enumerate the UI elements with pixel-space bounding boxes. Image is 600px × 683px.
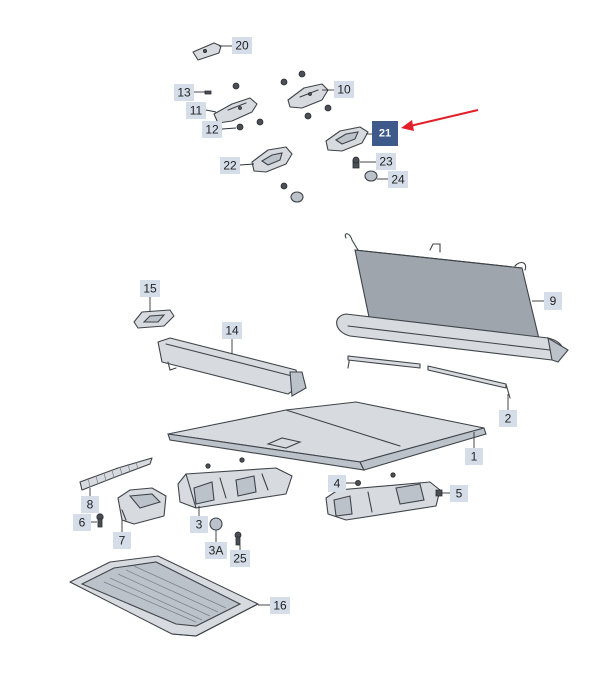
callout-15[interactable]: 15 [140, 280, 160, 312]
screws-upper-left [204, 70, 332, 131]
callout-23[interactable]: 23 [360, 153, 396, 170]
svg-text:3: 3 [196, 518, 203, 532]
part-9-cover-roller [336, 233, 569, 363]
part-10-bracket [287, 83, 329, 109]
callout-12[interactable]: 12 [202, 121, 237, 138]
part-8-strip [79, 457, 153, 491]
svg-text:20: 20 [235, 39, 249, 53]
callout-7[interactable]: 7 [113, 520, 131, 549]
callout-3[interactable]: 3 [190, 506, 208, 533]
svg-text:22: 22 [223, 159, 237, 173]
svg-text:24: 24 [391, 173, 405, 187]
part-23-screw [352, 156, 360, 169]
svg-text:8: 8 [87, 498, 94, 512]
svg-text:2: 2 [505, 412, 512, 426]
callout-5[interactable]: 5 [442, 485, 468, 502]
part-25-screw [234, 531, 242, 546]
svg-text:13: 13 [177, 86, 191, 100]
svg-text:5: 5 [456, 487, 463, 501]
svg-text:1: 1 [471, 450, 478, 464]
callout-6[interactable]: 6 [73, 514, 97, 531]
svg-text:23: 23 [379, 155, 393, 169]
screws-lower-upper [280, 182, 304, 203]
highlight-arrow [401, 109, 479, 131]
callout-13[interactable]: 13 [174, 84, 206, 101]
svg-text:4: 4 [334, 477, 341, 491]
callout-9[interactable]: 9 [532, 292, 562, 310]
callout-24[interactable]: 24 [377, 171, 408, 188]
part-right-bracket [325, 481, 441, 521]
part-21-latch [325, 126, 369, 152]
part-22-latch-plate [251, 146, 293, 173]
callout-21[interactable]: 21 [366, 121, 398, 146]
part-1-floor-panel [167, 401, 487, 471]
svg-text:6: 6 [79, 516, 86, 530]
callout-2[interactable]: 2 [499, 394, 517, 427]
callout-20[interactable]: 20 [219, 37, 252, 54]
part-3-bracket [177, 457, 293, 509]
part-20-clip [192, 42, 222, 61]
callout-1[interactable]: 1 [465, 432, 483, 465]
svg-text:21: 21 [379, 128, 391, 140]
part-2-rods [347, 355, 511, 399]
callout-8[interactable]: 8 [81, 488, 99, 513]
svg-text:3A: 3A [209, 544, 224, 558]
part-5-clip [435, 489, 443, 497]
svg-text:9: 9 [550, 294, 557, 308]
part-4-screw [354, 472, 396, 486]
svg-text:11: 11 [190, 104, 203, 118]
svg-text:16: 16 [273, 599, 287, 613]
part-7-bracket [117, 487, 167, 525]
svg-text:25: 25 [233, 552, 247, 566]
svg-text:15: 15 [143, 282, 157, 296]
part-14-trim [157, 337, 307, 397]
callout-10[interactable]: 10 [322, 81, 354, 98]
part-24-cap [364, 170, 378, 182]
svg-text:10: 10 [337, 83, 351, 97]
svg-text:12: 12 [205, 123, 219, 137]
callout-3a[interactable]: 3A [205, 530, 227, 559]
part-6-screw [96, 513, 104, 528]
callout-4[interactable]: 4 [328, 475, 355, 492]
callout-25[interactable]: 25 [230, 545, 250, 567]
callout-22[interactable]: 22 [220, 157, 255, 174]
part-3a-cap [209, 517, 223, 531]
callout-14[interactable]: 14 [222, 322, 242, 354]
callout-11[interactable]: 11 [186, 102, 217, 119]
callout-16[interactable]: 16 [258, 597, 290, 614]
part-11-bracket [213, 97, 258, 124]
part-15-handle [133, 309, 175, 329]
part-16-floor-tray [69, 555, 259, 637]
svg-text:7: 7 [119, 534, 126, 548]
svg-text:14: 14 [225, 324, 239, 338]
